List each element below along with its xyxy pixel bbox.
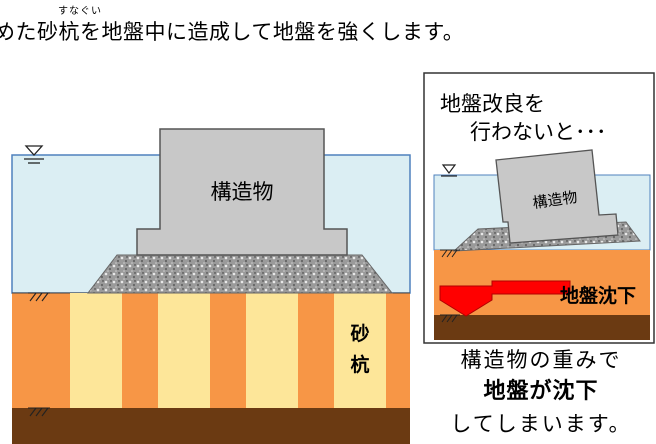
settlement-label: 地盤沈下 [560, 284, 636, 307]
callout-title: 地盤改良を 行わないと･･･ [440, 90, 607, 146]
gravel-mound [86, 254, 394, 294]
callout-panel: 構造物 地盤沈下 [423, 72, 655, 344]
structure-label: 構造物 [211, 180, 274, 204]
caption-line2: 地盤が沈下 [483, 379, 599, 404]
caption-line3: してしまいます。 [450, 412, 632, 436]
header-ruby: すなぐい [58, 6, 102, 17]
subsoil-layer [12, 408, 410, 444]
sand-pile-label-1: 砂 [350, 323, 369, 345]
callout-subsoil [434, 315, 650, 340]
callout-ground-hatch-symbol [440, 249, 460, 258]
sand-pile [158, 293, 210, 408]
sand-pile [70, 293, 122, 408]
callout-subsoil-hatch-symbol [440, 314, 460, 323]
sand-pile-label-2: 杭 [350, 353, 369, 376]
subsoil-hatch-symbol [28, 407, 50, 417]
settlement-arrow [439, 280, 571, 317]
sand-pile [246, 293, 298, 408]
structure-shape [136, 128, 348, 256]
caption: 構造物の重みで 地盤が沈下 してしまいます。 [426, 344, 656, 440]
callout-title-line1: 地盤改良を [440, 92, 545, 116]
sand-pile [334, 293, 386, 408]
callout-structure [495, 149, 619, 244]
callout-title-line2: 行わないと･･･ [470, 120, 607, 144]
caption-line1: 構造物の重みで [460, 348, 622, 372]
callout-water-level-symbol [441, 164, 457, 177]
header-text: めた砂杭を地盤中に造成して地盤を強くします。 [0, 20, 465, 44]
ground-hatch-symbol [28, 292, 50, 302]
water-level-symbol [24, 145, 44, 164]
main-diagram: 構造物 砂 杭 [11, 128, 411, 444]
